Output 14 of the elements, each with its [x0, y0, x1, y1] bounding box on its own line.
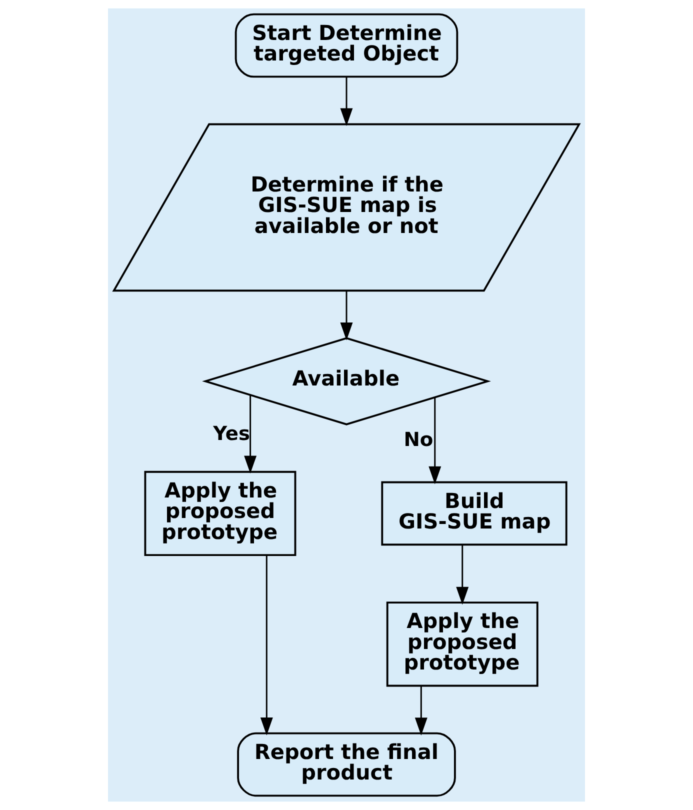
- node-box: Report the final product: [237, 732, 456, 797]
- node-box: Build GIS-SUE map: [381, 481, 568, 546]
- arrow: [260, 555, 273, 736]
- edge-label: No: [404, 428, 434, 452]
- node-box: Apply the proposed prototype: [386, 602, 538, 687]
- node-box: Start Determine targeted Object: [234, 13, 458, 78]
- arrow: [340, 290, 353, 340]
- arrow: [244, 395, 257, 474]
- arrow: [340, 76, 353, 126]
- arrow: [428, 397, 442, 484]
- node-diamond: Available: [202, 337, 491, 426]
- arrow: [456, 545, 469, 605]
- node-box: Apply the proposed prototype: [144, 470, 296, 556]
- arrow: [414, 686, 428, 736]
